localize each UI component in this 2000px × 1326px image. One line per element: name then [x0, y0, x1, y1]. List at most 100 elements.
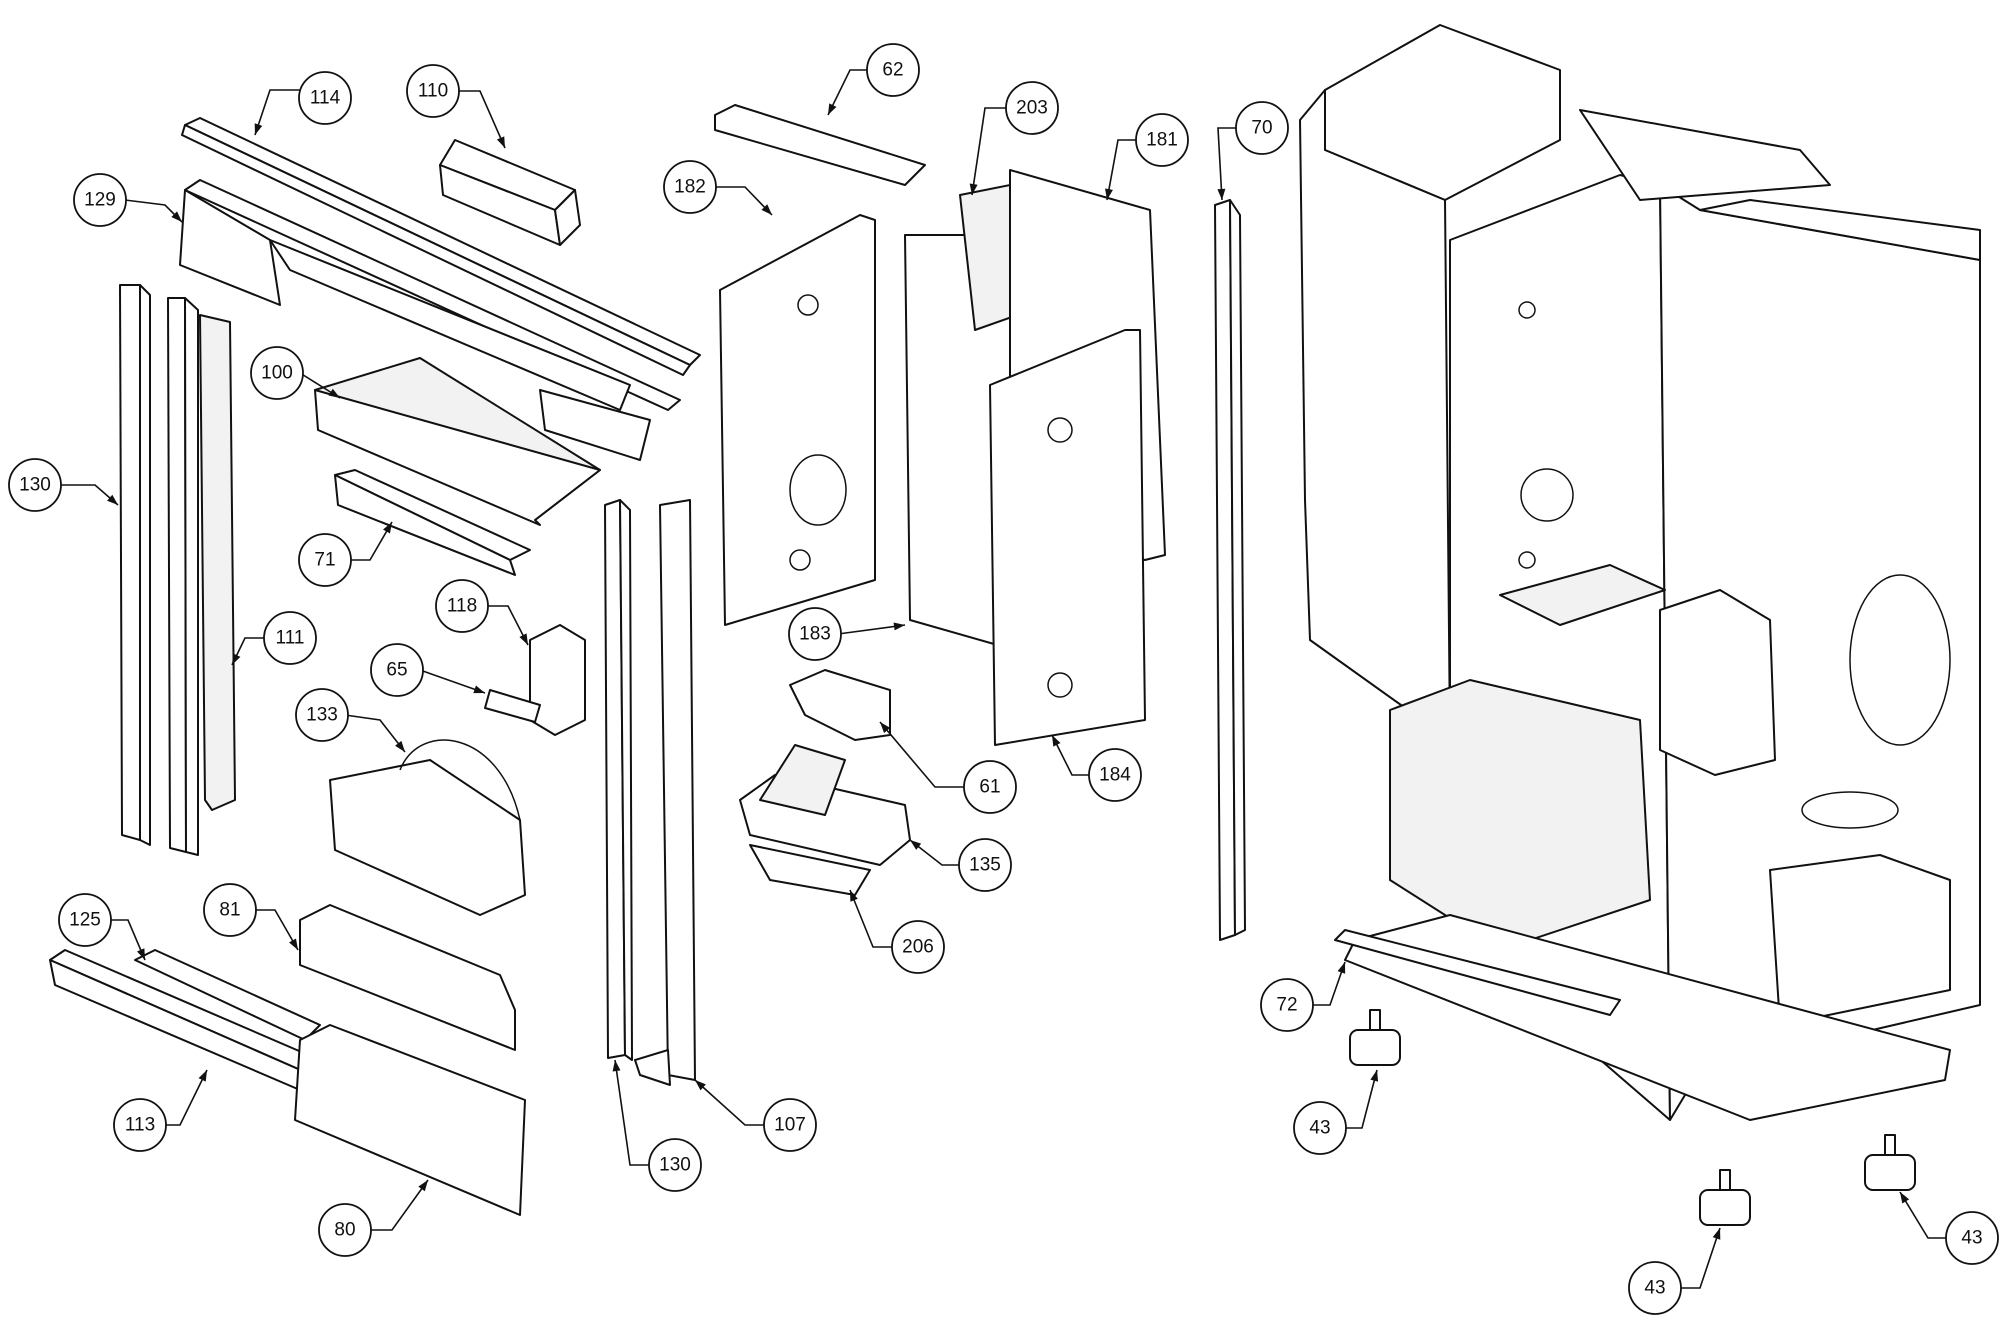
callout-number: 72	[1276, 995, 1297, 1016]
callout-114: 114	[254, 71, 352, 136]
part-184-door-frame	[989, 329, 1146, 746]
leader-line	[713, 186, 773, 216]
leader-line	[60, 484, 119, 506]
leader-arrowhead	[328, 388, 340, 398]
callout-111: 111	[231, 611, 317, 666]
leader-arrowhead	[828, 103, 837, 115]
leader-line	[455, 90, 506, 149]
callout-130: 130	[612, 1059, 702, 1192]
callout-number: 203	[1016, 98, 1048, 119]
leader-line	[163, 1069, 208, 1126]
callout-61: 61	[879, 721, 1017, 814]
callout-balloon	[58, 893, 112, 947]
callout-43: 43	[1628, 1227, 1721, 1315]
callout-107: 107	[694, 1079, 817, 1152]
callout-65: 65	[370, 643, 486, 697]
callout-183: 183	[788, 607, 906, 661]
callout-balloon	[763, 1098, 817, 1152]
leader-arrowhead	[969, 183, 978, 195]
callout-number: 183	[799, 624, 831, 645]
callout-181: 181	[1105, 113, 1189, 201]
leader-arrowhead	[232, 653, 241, 665]
callout-number: 133	[306, 705, 338, 726]
callout-203: 203	[969, 81, 1059, 196]
callout-number: 70	[1251, 118, 1272, 139]
callout-135: 135	[909, 838, 1012, 892]
callout-number: 100	[261, 363, 293, 384]
part-61-feed-cup	[789, 669, 891, 741]
leader-arrowhead	[761, 204, 772, 215]
callout-balloon	[8, 458, 62, 512]
callout-129: 129	[73, 173, 183, 227]
leader-arrowhead	[893, 622, 905, 631]
leader-line	[350, 521, 393, 561]
leader-arrowhead	[910, 840, 922, 850]
callout-balloon	[295, 688, 349, 742]
callout-130: 130	[8, 458, 119, 512]
leader-arrowhead	[1712, 1228, 1721, 1240]
callout-71: 71	[298, 521, 393, 587]
leader-arrowhead	[519, 633, 528, 645]
leader-arrowhead	[880, 722, 891, 733]
leader-line	[971, 107, 1009, 196]
callout-110: 110	[406, 64, 506, 149]
callout-number: 107	[774, 1115, 806, 1136]
leader-line	[1310, 961, 1346, 1006]
leader-arrowhead	[1370, 1070, 1379, 1082]
callout-number: 125	[69, 910, 101, 931]
leader-arrowhead	[1337, 962, 1346, 974]
callout-number: 65	[386, 660, 407, 681]
callout-number: 130	[659, 1155, 691, 1176]
callout-62: 62	[827, 43, 920, 116]
callout-balloon	[203, 883, 257, 937]
part-65-pin	[484, 689, 541, 723]
leader-line	[419, 669, 486, 694]
callout-balloon	[1235, 101, 1289, 155]
callout-number: 130	[19, 475, 51, 496]
leader-line	[1106, 139, 1139, 201]
callout-balloon	[1260, 978, 1314, 1032]
part-118-hinge-plate	[529, 624, 586, 736]
leader-line	[124, 199, 183, 223]
leader-line	[108, 919, 146, 961]
leader-line	[1051, 734, 1092, 776]
leader-line	[368, 1179, 429, 1231]
leader-arrowhead	[496, 136, 505, 148]
callout-number: 114	[310, 88, 341, 109]
callout-182: 182	[663, 160, 773, 216]
leader-line	[849, 889, 895, 948]
leader-line	[485, 605, 529, 646]
callout-balloon	[663, 160, 717, 214]
leader-line	[837, 624, 906, 635]
callout-balloon	[1005, 81, 1059, 135]
callout-balloon	[370, 643, 424, 697]
callout-43: 43	[1899, 1191, 1999, 1265]
leader-line	[909, 839, 962, 866]
callout-balloon	[250, 346, 304, 400]
callout-number: 129	[84, 190, 116, 211]
leader-arrowhead	[137, 948, 145, 960]
part-133-ash-drawer	[329, 739, 526, 916]
callout-80: 80	[318, 1179, 429, 1257]
callout-number: 80	[334, 1220, 355, 1241]
callout-118: 118	[435, 579, 529, 646]
leader-arrowhead	[1052, 735, 1061, 747]
callout-balloon	[1293, 1101, 1347, 1155]
leader-line	[694, 1079, 767, 1126]
leader-line	[254, 89, 300, 136]
callout-number: 81	[219, 900, 240, 921]
callout-balloon	[298, 533, 352, 587]
callout-number: 206	[902, 937, 934, 958]
callout-number: 135	[969, 855, 1001, 876]
leader-line	[1678, 1227, 1721, 1289]
part-left-upright	[167, 297, 199, 856]
leader-line	[344, 714, 406, 753]
leader-arrowhead	[473, 685, 485, 694]
part-110-top-cover	[439, 139, 581, 246]
callout-balloon	[788, 607, 842, 661]
part-111-side-channel	[199, 314, 236, 811]
callout-number: 43	[1644, 1278, 1665, 1299]
part-113-bottom-rail	[49, 949, 321, 1091]
